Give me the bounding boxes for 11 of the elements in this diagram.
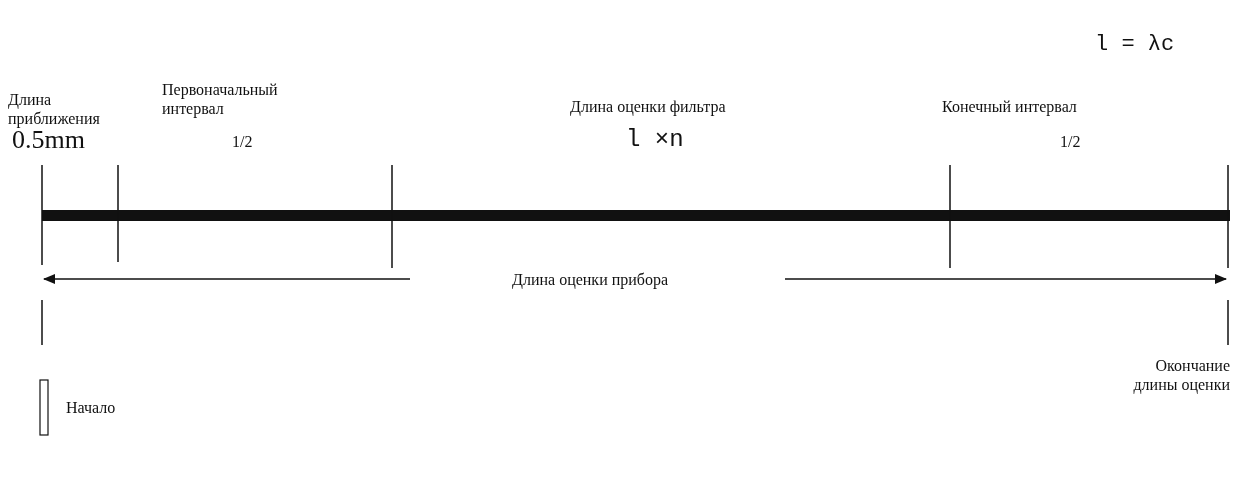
segment-label: Длина приближения [8,90,101,128]
start-label: Начало [66,398,116,417]
dimension-value: 1/2 [232,132,253,151]
formula: l ×n [626,126,684,154]
dimension-label: Длина оценки прибора [512,270,669,289]
formula: l = λc [1095,32,1175,58]
end-label: Окончание длины оценки [1132,356,1230,394]
segment-label: Первоначальный интервал [162,80,279,118]
segment-label: Длина оценки фильтра [570,97,726,116]
segment-label: Конечный интервал [942,97,1077,116]
dimension-value: 1/2 [1060,132,1081,151]
